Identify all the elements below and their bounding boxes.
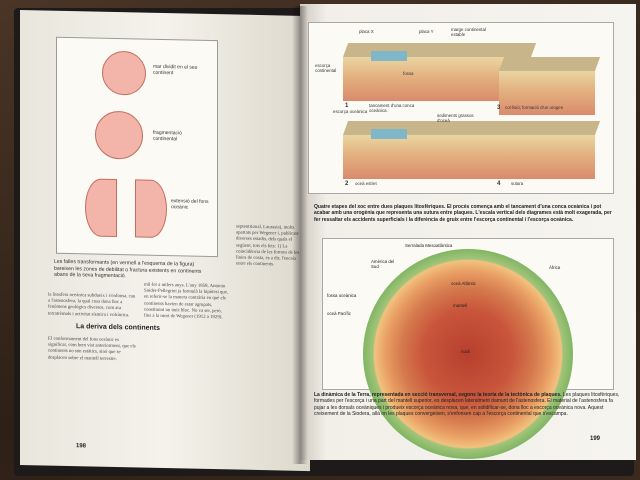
plate-collision-figure: 1 2 3 4 placa X placa Y marge continenta… [308, 22, 614, 194]
label-continental-margin: marge continental estable [451, 27, 486, 37]
label-plate-x: placa X [359, 29, 374, 34]
label-fragment-top: mar dividit en el seu continent [153, 63, 198, 77]
label-ocean-crust: escorça oceànica [333, 109, 368, 114]
right-page: 1 2 3 4 placa X placa Y marge continenta… [300, 4, 636, 460]
column-2-body: mil·ler a milers anys. L'any 1858, Anton… [144, 282, 229, 321]
continent-circle-1 [102, 50, 146, 96]
earth-section-figure: Serralada Mesoatlàntica Amèrica del Sud … [322, 238, 614, 459]
left-page: mar dividit en el seu continent fragment… [20, 10, 310, 472]
dynamics-caption-body: Les plaques litosfèriques, formades per … [314, 392, 620, 417]
label-suture: sutura [511, 181, 524, 186]
book-gutter [292, 6, 308, 464]
label-atlantic: oceà Atlàntic [451, 281, 476, 286]
continent-circle-2 [95, 110, 143, 160]
fragmentation-figure: mar dividit en el seu continent fragment… [56, 36, 218, 258]
step-2: 2 [345, 181, 349, 187]
step-4: 4 [497, 181, 501, 187]
label-orogen: col·lisió; formació d'un orogen [505, 105, 564, 110]
label-continental-crust: escorça continental [315, 63, 337, 73]
label-plate-y: placa Y [419, 29, 434, 34]
label-closing: tancament d'una conca oceànica [369, 103, 415, 113]
label-ridge: Serralada Mesoatlàntica [405, 243, 453, 248]
diagram-block-2 [343, 121, 445, 179]
label-fragment-mid: fragmentació continental [153, 129, 182, 143]
label-south-america: Amèrica del Sud [371, 259, 395, 269]
page-number-left: 198 [76, 443, 87, 450]
diagram-block-1 [343, 43, 445, 101]
label-africa: Àfrica [549, 265, 561, 270]
label-pacific: oceà Pacífic [327, 311, 351, 316]
column-1-body: El conformament del fons oceànic es sign… [48, 336, 136, 362]
diagram-block-4 [499, 121, 601, 179]
earth-cross-section [363, 249, 573, 459]
continent-half-right [135, 179, 167, 239]
dynamics-caption: La dinàmica de la Terra, representada en… [314, 392, 620, 417]
label-fossa: fossa [403, 71, 414, 76]
label-ocean-closed: oceà estret [355, 181, 377, 186]
dynamics-caption-title: La dinàmica de la Terra, representada en… [314, 392, 562, 398]
label-trench: fossa oceànica [327, 293, 357, 298]
label-mantle: mantell [453, 303, 468, 308]
step-3: 3 [497, 105, 501, 111]
figure-caption: Les falles transformants (en vermell a l… [54, 258, 202, 280]
continent-half-left [85, 178, 117, 238]
step-1: 1 [345, 103, 349, 109]
label-core: nucli [461, 349, 471, 354]
label-fragment-bot: extensió del fons oceànic [171, 198, 209, 211]
collision-caption: Quatre etapes del xoc entre dues plaques… [314, 204, 612, 223]
column-1-intro: la litosfera oceànica subdueix i s'enfon… [48, 292, 136, 318]
page-number-right: 199 [590, 436, 601, 442]
label-sediments: sediments grassos d'oceà [437, 113, 474, 123]
diagram-block-3 [499, 57, 601, 115]
section-heading: La deriva dels continents [76, 323, 161, 332]
